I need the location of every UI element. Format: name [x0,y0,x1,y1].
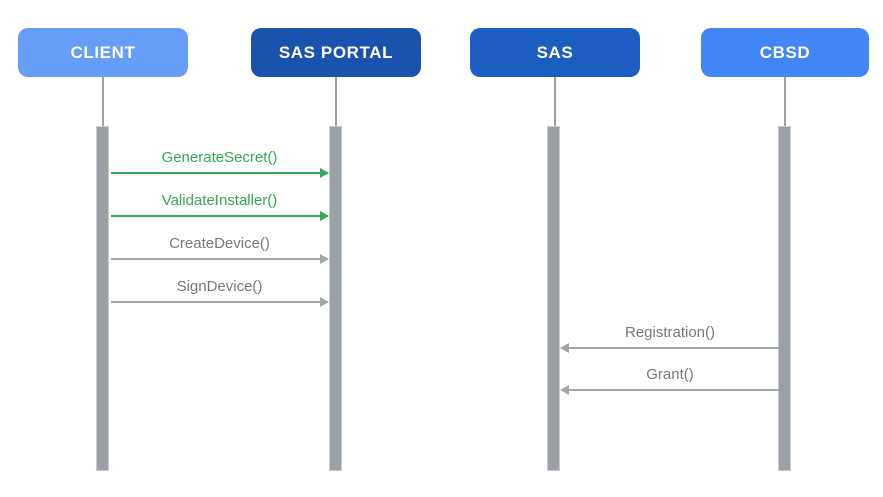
message-label-create-device: CreateDevice() [169,235,270,252]
message-grant: Grant() [560,366,779,395]
actor-box-client: CLIENT [18,28,188,77]
activation-bar-client [96,126,109,471]
message-validate-installer: ValidateInstaller() [111,192,329,221]
actor-label-sas: SAS [536,42,574,62]
lifeline-client [102,77,104,126]
arrow-right-icon [111,168,329,178]
lifeline-sas-portal [335,77,337,126]
activation-bar-cbsd [778,126,791,471]
message-sign-device: SignDevice() [111,278,329,307]
message-generate-secret: GenerateSecret() [111,149,329,178]
message-label-generate-secret: GenerateSecret() [161,149,278,166]
actor-label-client: CLIENT [70,42,136,62]
actor-box-sas: SAS [470,28,640,77]
actor-box-cbsd: CBSD [701,28,869,77]
message-label-sign-device: SignDevice() [176,278,263,295]
message-create-device: CreateDevice() [111,235,329,264]
arrow-right-icon [111,211,329,221]
actor-label-sas-portal: SAS PORTAL [278,42,394,62]
lifeline-sas [554,77,556,126]
message-label-registration: Registration() [624,324,716,341]
activation-bar-sas [547,126,560,471]
arrow-left-icon [560,385,779,395]
actor-label-cbsd: CBSD [759,42,811,62]
activation-bar-sas-portal [329,126,342,471]
lifeline-cbsd [784,77,786,126]
message-label-validate-installer: ValidateInstaller() [161,192,278,209]
actor-box-sas-portal: SAS PORTAL [251,28,421,77]
arrow-left-icon [560,343,779,353]
message-label-grant: Grant() [646,366,694,383]
message-registration: Registration() [560,324,779,353]
arrow-right-icon [111,254,329,264]
arrow-right-icon [111,297,329,307]
